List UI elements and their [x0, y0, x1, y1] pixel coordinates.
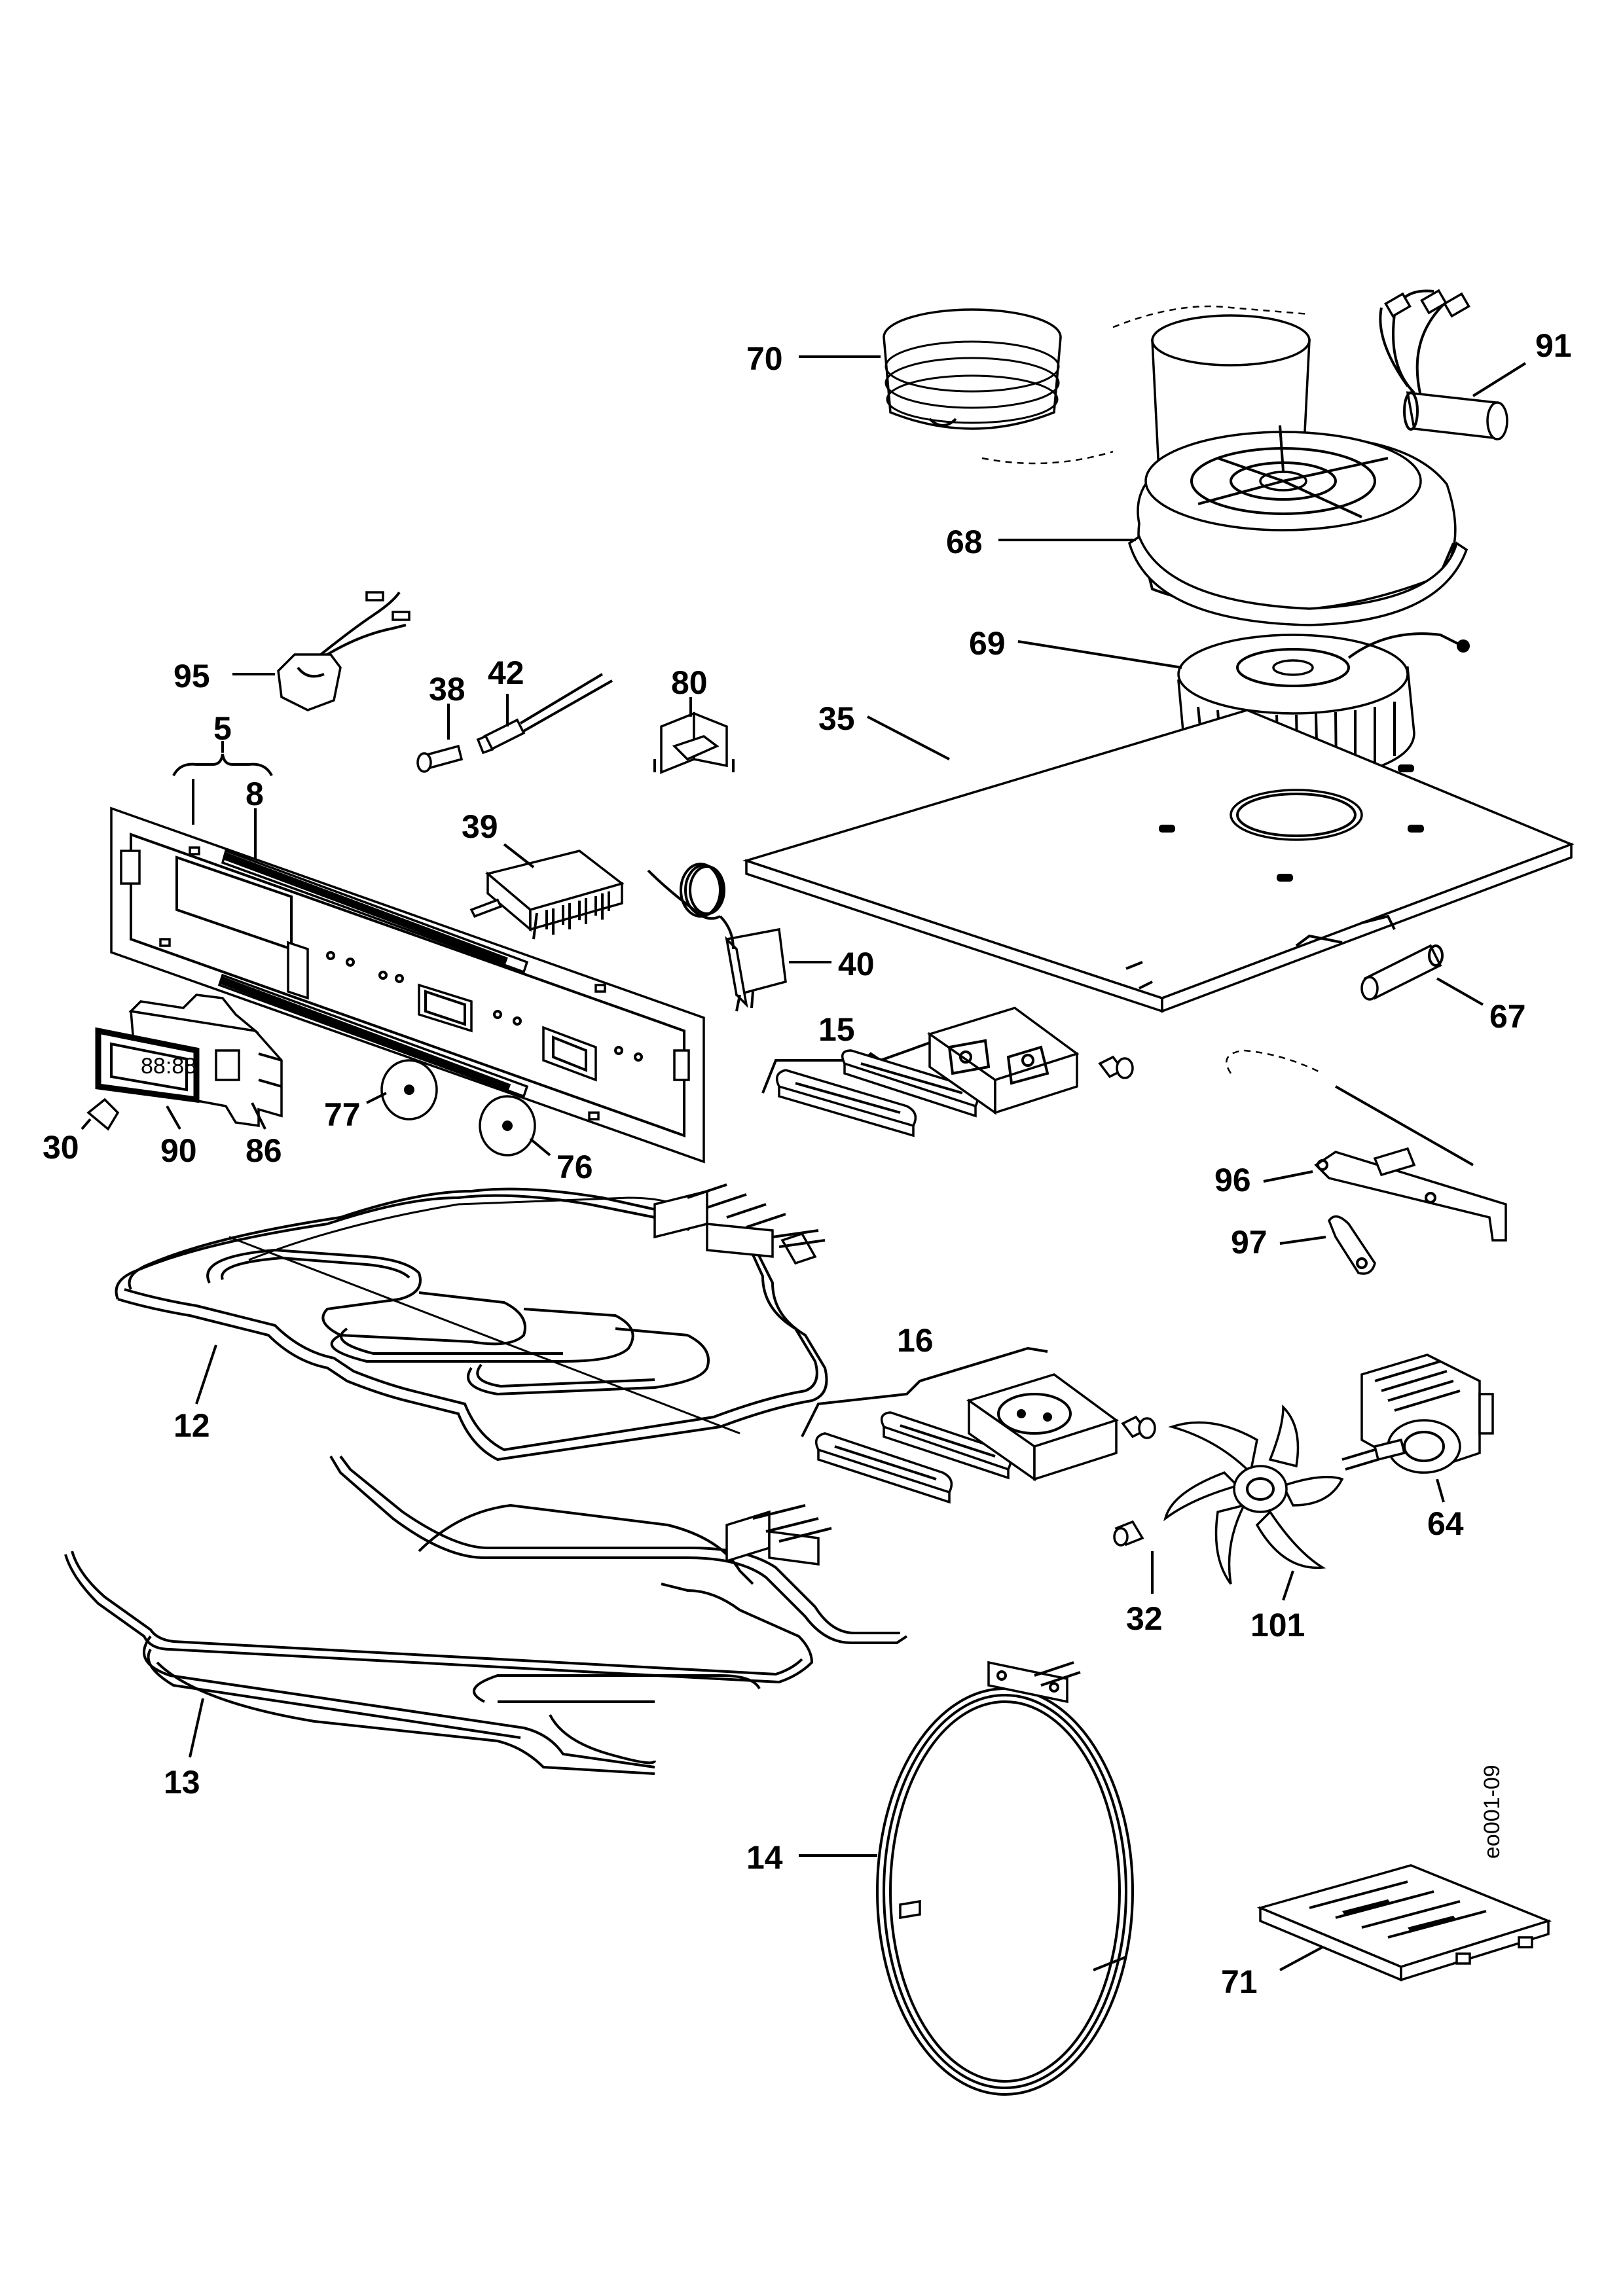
knob-76 — [479, 1095, 536, 1157]
lamp-holder-38 — [416, 744, 464, 773]
part-labels: 70 91 68 69 35 95 38 42 80 5 8 39 40 67 … — [43, 327, 1572, 2000]
filter-71 — [1256, 1864, 1552, 1982]
label-90: 90 — [160, 1132, 197, 1169]
label-95: 95 — [173, 658, 210, 694]
sensor-42 — [476, 673, 613, 755]
lens-30 — [86, 1098, 120, 1131]
nut-32 — [1113, 1520, 1144, 1547]
label-76: 76 — [556, 1149, 593, 1185]
label-91: 91 — [1535, 327, 1572, 364]
label-12: 12 — [173, 1407, 210, 1444]
label-15: 15 — [818, 1011, 855, 1048]
label-64: 64 — [1427, 1505, 1464, 1542]
label-39: 39 — [462, 808, 498, 845]
group-bracket-5 — [172, 753, 273, 776]
bottom-element-13 — [64, 1455, 908, 1775]
display-frame-90: 88:88 — [95, 1027, 200, 1103]
seal-set-15 — [775, 1007, 1134, 1138]
svg-text:88:88: 88:88 — [141, 1054, 196, 1079]
label-71: 71 — [1221, 1964, 1258, 2000]
label-77: 77 — [324, 1096, 361, 1133]
label-13: 13 — [164, 1764, 200, 1801]
label-14: 14 — [746, 1839, 783, 1876]
thermostat-95 — [277, 591, 410, 711]
fan-motor-64 — [1341, 1354, 1494, 1474]
label-86: 86 — [246, 1132, 282, 1169]
lever-97 — [1328, 1215, 1376, 1275]
label-8: 8 — [246, 776, 264, 812]
label-68: 68 — [946, 524, 983, 560]
door-switch-96 — [1226, 1049, 1507, 1242]
label-30: 30 — [43, 1129, 79, 1166]
grill-element-12 — [115, 1183, 828, 1462]
drawing-code: eo001-09 — [1480, 1765, 1504, 1859]
control-panel-5 — [110, 806, 705, 1164]
fan-housing-68 — [981, 305, 1468, 626]
capacitor-91 — [1379, 289, 1508, 440]
display-module-86 — [128, 994, 283, 1128]
label-96: 96 — [1214, 1162, 1251, 1198]
label-42: 42 — [488, 655, 524, 691]
seal-set-16 — [814, 1373, 1156, 1504]
label-38: 38 — [429, 671, 465, 708]
label-80: 80 — [671, 664, 708, 701]
label-69: 69 — [969, 625, 1006, 662]
label-97: 97 — [1231, 1224, 1267, 1261]
label-16: 16 — [897, 1322, 934, 1359]
label-67: 67 — [1489, 998, 1526, 1035]
label-40: 40 — [838, 946, 875, 982]
label-5: 5 — [213, 710, 232, 747]
label-35: 35 — [818, 700, 855, 737]
bracket-80 — [653, 711, 735, 774]
selector-switch-39 — [469, 850, 625, 940]
label-32: 32 — [1126, 1600, 1163, 1637]
duct-ring-70 — [883, 308, 1062, 430]
label-70: 70 — [746, 340, 783, 377]
top-panel-35 — [742, 709, 1575, 1013]
knob-77 — [380, 1059, 438, 1121]
motor-40 — [647, 863, 787, 1012]
rod-67 — [1360, 944, 1444, 1001]
circular-element-14 — [876, 1660, 1134, 2096]
fan-blade-101 — [1163, 1404, 1344, 1585]
label-101: 101 — [1250, 1607, 1305, 1643]
